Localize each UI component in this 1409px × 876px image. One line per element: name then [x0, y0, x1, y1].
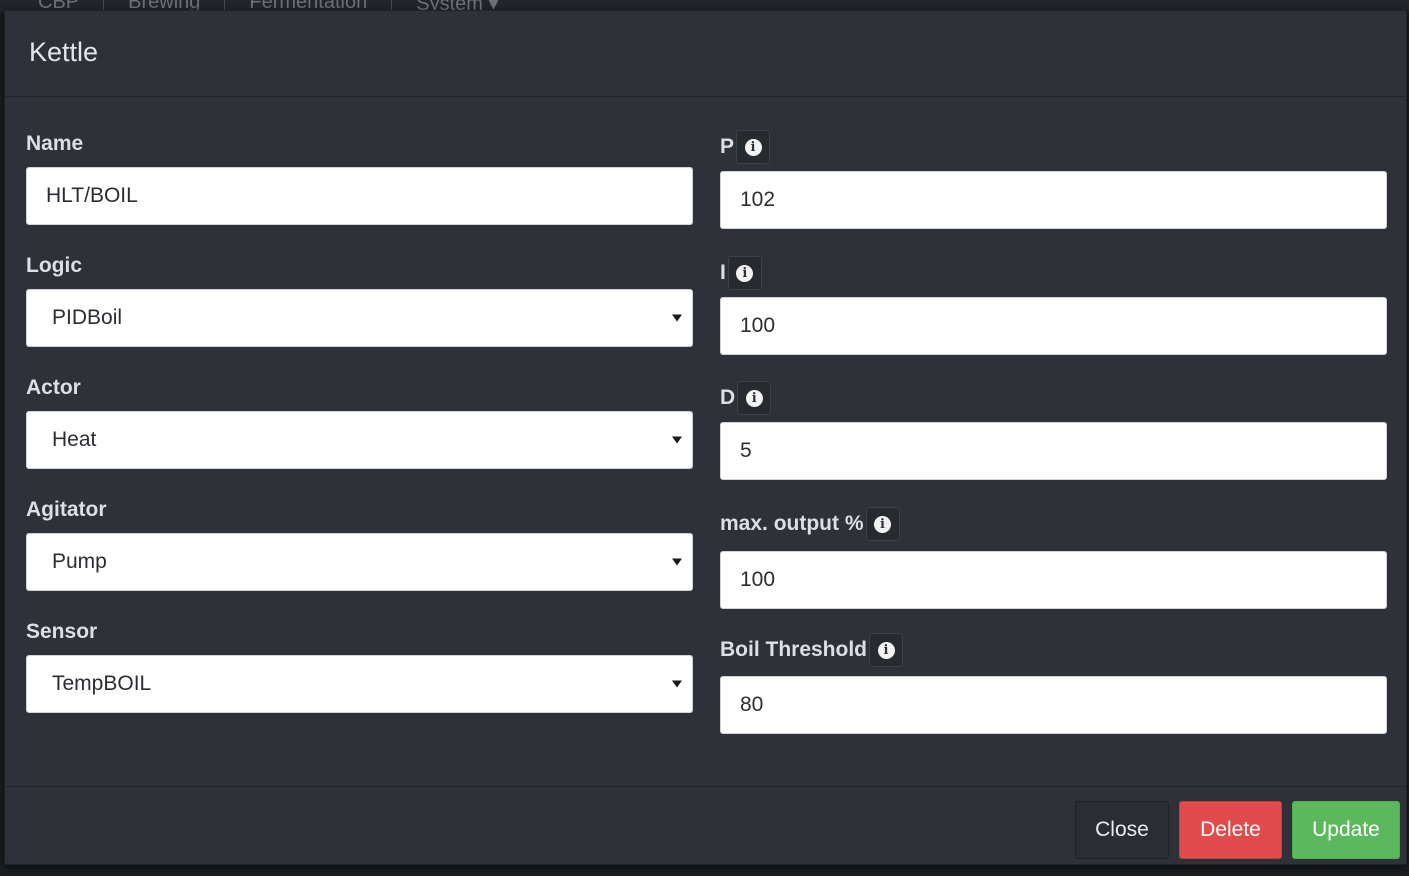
delete-button[interactable]: Delete [1179, 801, 1282, 859]
max-output-input[interactable]: 100 [720, 551, 1387, 609]
modal-header: Kettle [5, 11, 1406, 97]
name-input[interactable]: HLT/BOIL [26, 167, 693, 225]
actor-field-group: Actor Heat [26, 376, 694, 476]
max-output-label: max. output % i [720, 507, 900, 541]
i-field-group: I i 100 [720, 256, 1388, 366]
logic-select[interactable]: PIDBoil [26, 289, 693, 347]
sensor-label: Sensor [26, 620, 98, 643]
actor-label: Actor [26, 376, 81, 399]
name-field-group: Name HLT/BOIL [26, 132, 694, 232]
boil-threshold-info-button[interactable]: i [869, 633, 903, 667]
boil-threshold-label: Boil Threshold i [720, 633, 903, 667]
agitator-select[interactable]: Pump [26, 533, 693, 591]
nav-item-fermentation[interactable]: Fermentation [225, 0, 393, 12]
caret-down-icon [672, 680, 682, 688]
modal-footer: Close Delete Update [5, 786, 1406, 864]
nav-item-brewing[interactable]: Brewing [104, 0, 226, 12]
logic-selected-value: PIDBoil [52, 306, 123, 329]
modal-body: Name HLT/BOIL Logic PIDBoil Actor Heat A… [5, 98, 1406, 788]
boil-threshold-field-group: Boil Threshold i 80 [720, 633, 1388, 743]
max-output-field-group: max. output % i 100 [720, 507, 1388, 617]
sensor-select[interactable]: TempBOIL [26, 655, 693, 713]
nav-item-cbp[interactable]: CBP [38, 0, 105, 12]
d-field-group: D i 5 [720, 381, 1388, 491]
info-icon: i [877, 641, 895, 659]
update-button[interactable]: Update [1292, 801, 1400, 859]
agitator-label: Agitator [26, 498, 107, 521]
info-icon: i [744, 138, 762, 156]
agitator-field-group: Agitator Pump [26, 498, 694, 598]
caret-down-icon [672, 558, 682, 566]
i-input[interactable]: 100 [720, 297, 1387, 355]
nav-item-system[interactable]: System ▾ [416, 0, 499, 12]
sensor-selected-value: TempBOIL [52, 672, 152, 695]
info-icon: i [874, 515, 892, 533]
p-label: P i [720, 130, 771, 164]
actor-select[interactable]: Heat [26, 411, 693, 469]
close-button[interactable]: Close [1075, 801, 1169, 859]
info-icon: i [745, 389, 763, 407]
max-output-label-text: max. output % [720, 512, 864, 535]
name-label: Name [26, 132, 84, 155]
d-input[interactable]: 5 [720, 422, 1387, 480]
logic-label: Logic [26, 254, 82, 277]
p-info-button[interactable]: i [736, 130, 771, 164]
nav-items: CBP Brewing Fermentation System ▾ [38, 0, 523, 12]
agitator-selected-value: Pump [52, 550, 107, 573]
i-label-text: I [720, 261, 726, 284]
d-label: D i [720, 381, 772, 415]
d-info-button[interactable]: i [737, 381, 772, 415]
kettle-dialog: Kettle Name HLT/BOIL Logic PIDBoil Actor… [4, 10, 1407, 865]
d-label-text: D [720, 386, 736, 409]
i-info-button[interactable]: i [727, 256, 762, 290]
logic-field-group: Logic PIDBoil [26, 254, 694, 354]
boil-threshold-input[interactable]: 80 [720, 676, 1387, 734]
top-navigation-bar: CBP Brewing Fermentation System ▾ [0, 0, 1409, 12]
p-input[interactable]: 102 [720, 171, 1387, 229]
p-label-text: P [720, 135, 735, 158]
boil-threshold-label-text: Boil Threshold [720, 638, 867, 661]
p-field-group: P i 102 [720, 130, 1388, 240]
caret-down-icon [672, 314, 682, 322]
modal-title: Kettle [29, 37, 99, 67]
max-output-info-button[interactable]: i [865, 507, 900, 541]
info-icon: i [736, 264, 754, 282]
actor-selected-value: Heat [52, 428, 97, 451]
i-label: I i [720, 256, 762, 290]
caret-down-icon [672, 436, 682, 444]
sensor-field-group: Sensor TempBOIL [26, 620, 694, 720]
